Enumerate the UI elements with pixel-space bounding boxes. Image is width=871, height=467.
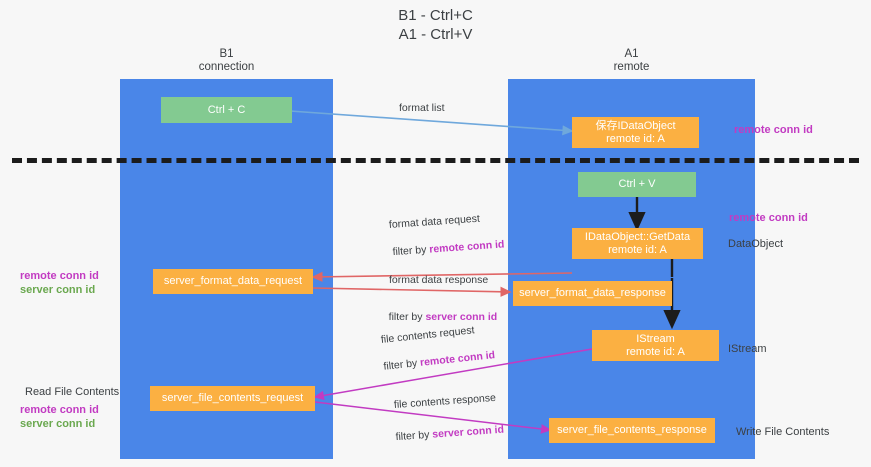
annotation-left-server-conn-id-bottom: server conn id: [20, 418, 96, 430]
filter-key-remote-conn-id: remote conn id: [419, 349, 496, 369]
annotation-istream: IStream: [728, 343, 767, 355]
node-server-format-data-response[interactable]: server_format_data_response: [513, 281, 672, 306]
annotation-left-remote-conn-id-mid: remote conn id: [20, 270, 99, 282]
filter-prefix: filter by: [395, 428, 433, 444]
annotation-right-remote-conn-id-top: remote conn id: [734, 124, 813, 136]
node-ctrl-c[interactable]: Ctrl + C: [161, 97, 292, 123]
annotation-right-remote-conn-id-mid: remote conn id: [729, 212, 808, 224]
annotation-read-file-contents: Read File Contents: [25, 386, 120, 398]
filter-key-server-conn-id: server conn id: [425, 311, 498, 323]
node-idataobject-getdata[interactable]: IDataObject::GetData remote id: A: [572, 228, 703, 259]
filter-prefix: filter by: [388, 311, 426, 323]
annotation-dataobject: DataObject: [728, 238, 784, 250]
node-server-file-contents-request[interactable]: server_file_contents_request: [150, 386, 315, 411]
node-server-file-contents-response[interactable]: server_file_contents_response: [549, 418, 715, 443]
node-istream[interactable]: IStream remote id: A: [592, 330, 719, 361]
annotation-left-remote-conn-id-bottom: remote conn id: [20, 404, 99, 416]
filter-prefix: filter by: [392, 243, 430, 259]
lane-header-a1: A1 remote: [613, 48, 650, 73]
edge-label-file-contents-response-filter: filter by server conn id: [383, 411, 506, 458]
edge-label-format-list: format list: [399, 102, 445, 114]
filter-prefix: filter by: [382, 356, 421, 373]
annotation-left-server-conn-id-mid: server conn id: [20, 284, 96, 296]
lane-header-b1: B1 connection: [198, 48, 255, 73]
node-ctrl-v[interactable]: Ctrl + V: [578, 172, 696, 197]
annotation-write-file-contents: Write File Contents: [736, 426, 830, 438]
node-server-format-data-request[interactable]: server_format_data_request: [153, 269, 313, 294]
phase-divider: [12, 158, 859, 163]
filter-key-server-conn-id: server conn id: [431, 423, 505, 441]
edge-label-format-data-request-filter: filter by remote conn id: [380, 225, 506, 273]
page-title: B1 - Ctrl+C A1 - Ctrl+V: [398, 7, 473, 43]
filter-key-remote-conn-id: remote conn id: [428, 238, 505, 256]
node-save-idataobject[interactable]: 保存IDataObject remote id: A: [572, 117, 699, 148]
edge-label-file-contents-response: file contents response: [393, 391, 497, 411]
edge-label-format-data-response: format data response: [389, 274, 489, 286]
edge-label-format-data-response-filter: filter by server conn id: [377, 298, 498, 337]
